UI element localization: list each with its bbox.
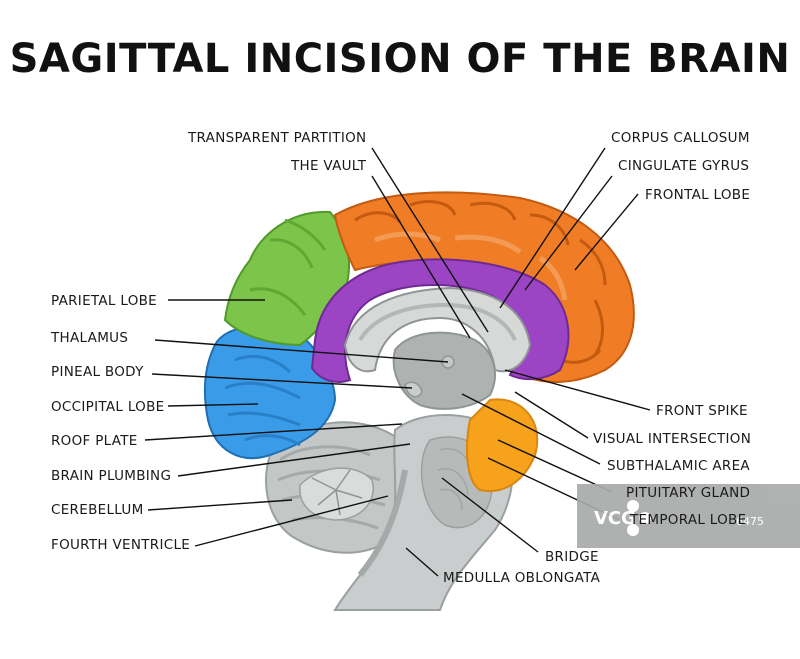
label-thalamus: THALAMUS [50,330,128,346]
label-pineal-body: PINEAL BODY [51,364,144,380]
label-transparent-partition: TRANSPARENT PARTITION [187,130,366,146]
watermark-number: 6475 [736,515,764,528]
label-frontal-lobe: FRONTAL LOBE [645,187,750,203]
label-cingulate-gyrus: CINGULATE GYRUS [618,158,749,174]
label-cerebellum: CEREBELLUM [51,502,144,518]
watermark: VCG 6475 [577,484,800,548]
diagram-title: SAGITTAL INCISION OF THE BRAIN [9,36,791,82]
thalamus-shape [392,331,496,410]
label-bridge: BRIDGE [545,549,599,565]
label-subthalamic-area: SUBTHALAMIC AREA [607,458,750,474]
occipital-lobe-shape [203,325,337,460]
label-the-vault: THE VAULT [290,158,367,174]
label-corpus-callosum: CORPUS CALLOSUM [611,130,750,146]
svg-text:VCG: VCG [594,508,636,529]
label-pituitary-gland: PITUITARY GLAND [626,485,750,501]
cingulate-gyrus-shape [310,258,570,383]
label-medulla-oblongata: MEDULLA OBLONGATA [443,570,601,586]
label-parietal-lobe: PARIETAL LOBE [51,293,157,309]
label-occipital-lobe: OCCIPITAL LOBE [51,399,165,415]
label-temporal-lobe: TEMPORAL LOBE [629,512,746,528]
label-fourth-ventricle: FOURTH VENTRICLE [51,537,190,553]
label-brain-plumbing: BRAIN PLUMBING [51,468,171,484]
label-front-spike: FRONT SPIKE [656,403,748,419]
label-roof-plate: ROOF PLATE [51,433,138,449]
temporal-lobe-shape [466,398,539,492]
label-visual-intersection: VISUAL INTERSECTION [593,431,751,447]
leader-lines [144,147,651,577]
vcg-logo: VCG [594,500,651,536]
